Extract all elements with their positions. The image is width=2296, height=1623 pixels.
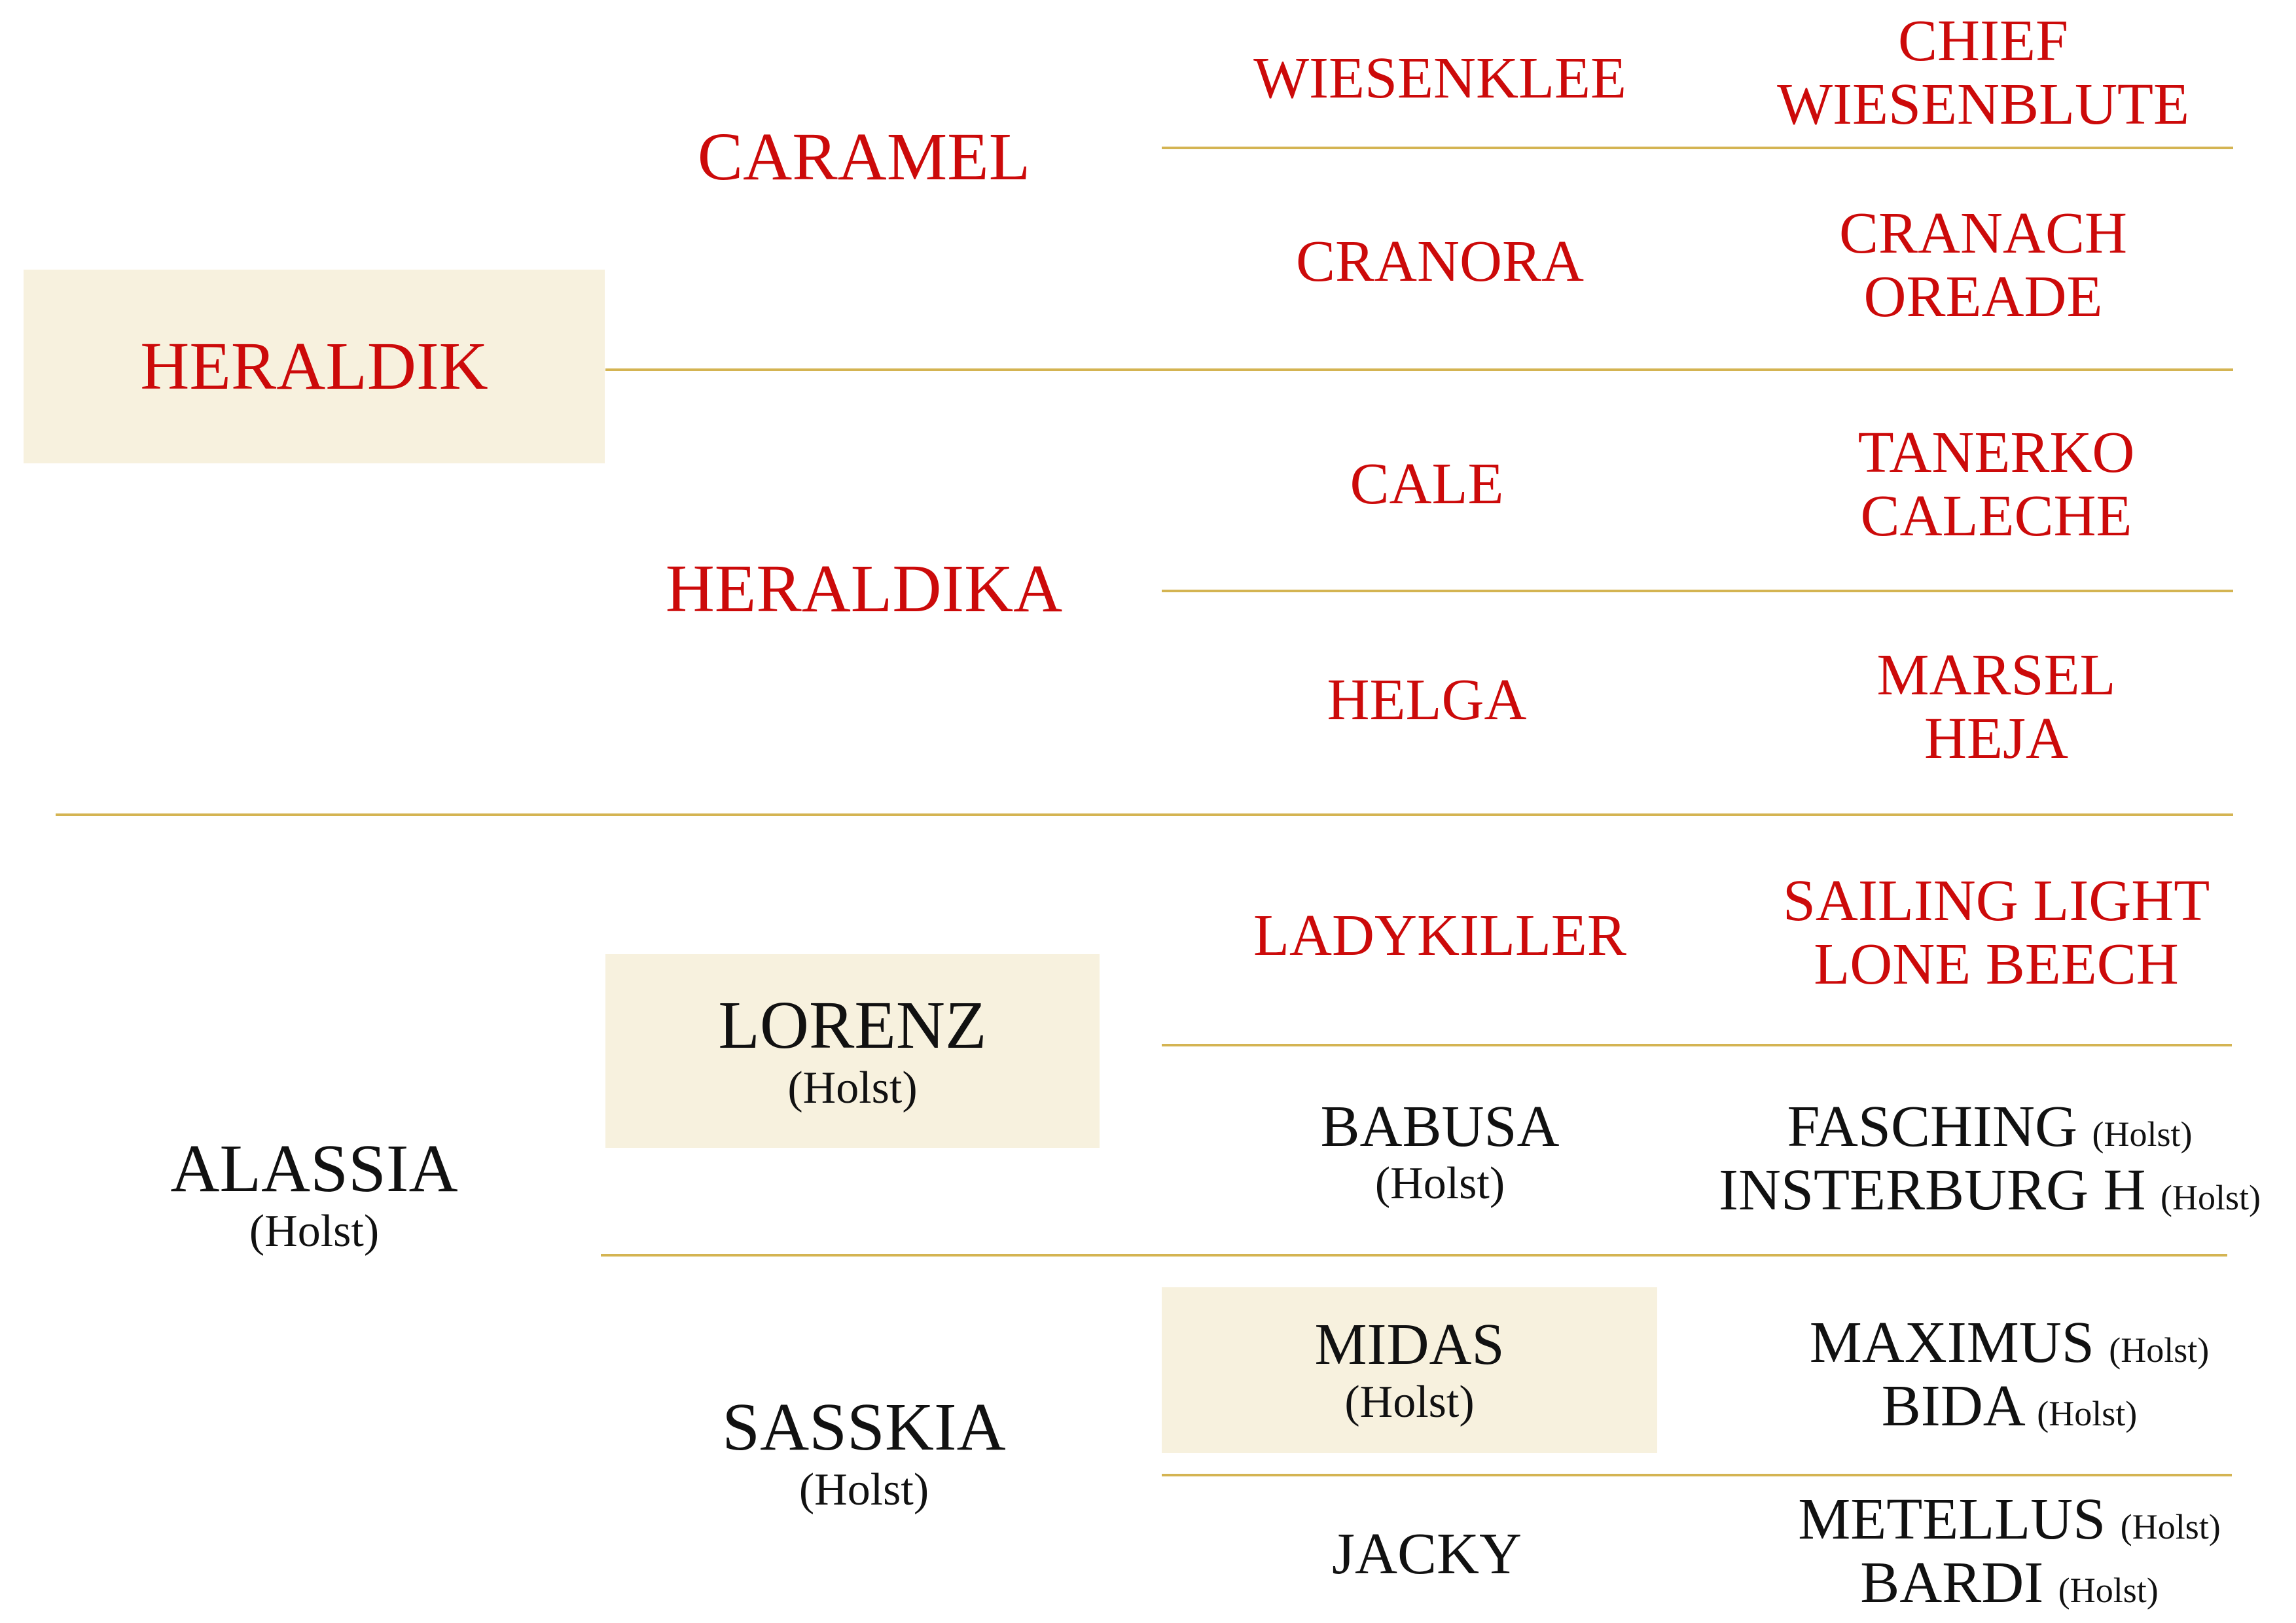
ggp-cranora-name: CRANORA	[1295, 229, 1585, 294]
g4-tanerko: TANERKO	[1857, 419, 2135, 485]
grandsire-paternal-name: CARAMEL	[697, 118, 1031, 194]
g4-maximus-breed: (Holst)	[2109, 1330, 2210, 1370]
g4-metellus-line: METELLUS (Holst)	[1798, 1488, 2220, 1551]
g4-insterburg-breed: (Holst)	[2161, 1178, 2261, 1217]
ggp-wiesenklee: WIESENKLEE	[1162, 13, 1718, 144]
ggp-helga-name: HELGA	[1327, 668, 1527, 733]
highlight-box-heraldik	[24, 270, 605, 463]
ggp-midas-breed: (Holst)	[1344, 1376, 1475, 1427]
g4-bida-line: BIDA (Holst)	[1882, 1374, 2138, 1438]
g4-metellus: METELLUS	[1798, 1486, 2106, 1552]
g4-caleche: CALECHE	[1860, 484, 2132, 548]
g4-lone-beech: LONE BEECH	[1814, 932, 2179, 997]
ggp-cale-name: CALE	[1350, 452, 1504, 517]
granddam-paternal-name: HERALDIKA	[665, 550, 1063, 626]
divider-line	[1162, 590, 2233, 592]
dam-cell: ALASSIA (Holst)	[24, 1060, 605, 1329]
g4-fasching-breed: (Holst)	[2092, 1114, 2193, 1154]
divider-line	[1162, 147, 2233, 149]
g4-bida-breed: (Holst)	[2037, 1394, 2138, 1433]
g4-metellus-breed: (Holst)	[2120, 1507, 2221, 1546]
g4-pair-helga: MARSEL HEJA	[1702, 625, 2291, 789]
ggp-ladykiller: LADYKILLER	[1162, 844, 1718, 1027]
ggp-babusa: BABUSA (Holst)	[1162, 1060, 1718, 1243]
g4-heja: HEJA	[1924, 706, 2068, 771]
sire-name: HERALDIK	[24, 270, 605, 463]
g4-maximus-line: MAXIMUS (Holst)	[1810, 1311, 2210, 1374]
granddam-maternal-name: SASSKIA	[722, 1389, 1006, 1465]
g4-fasching-line: FASCHING (Holst)	[1787, 1095, 2193, 1158]
granddam-paternal: HERALDIKA	[605, 491, 1122, 687]
ggp-wiesenklee-name: WIESENKLEE	[1253, 46, 1626, 111]
ggp-jacky: JACKY	[1162, 1492, 1692, 1616]
g4-pair-midas: MAXIMUS (Holst) BIDA (Holst)	[1715, 1296, 2296, 1453]
ggp-babusa-name: BABUSA	[1320, 1094, 1560, 1159]
g4-pair-ladykiller: SAILING LIGHT LONE BEECH	[1702, 851, 2291, 1014]
g4-marsel: MARSEL	[1876, 642, 2116, 707]
divider-line	[1162, 1044, 2232, 1046]
ggp-cale: CALE	[1162, 393, 1692, 576]
ggp-helga: HELGA	[1162, 609, 1692, 792]
divider-line	[601, 1254, 2227, 1257]
dam-breed: (Holst)	[249, 1205, 380, 1257]
ggp-jacky-name: JACKY	[1331, 1522, 1522, 1587]
g4-pair-babusa: FASCHING (Holst) INSTERBURG H (Holst)	[1676, 1077, 2296, 1240]
g4-pair-jacky: METELLUS (Holst) BARDI (Holst)	[1715, 1479, 2296, 1623]
g4-insterburg-line: INSTERBURG H (Holst)	[1719, 1158, 2261, 1222]
g4-bardi: BARDI	[1860, 1550, 2044, 1615]
g4-bida: BIDA	[1881, 1374, 2022, 1438]
divider-line	[1162, 1474, 2232, 1476]
grandsire-maternal: LORENZ (Holst)	[605, 954, 1100, 1148]
highlight-box-midas	[1162, 1287, 1657, 1453]
highlight-box-lorenz	[605, 954, 1100, 1148]
g4-cranach: CRANACH	[1839, 200, 2128, 266]
sire-name-text: HERALDIK	[140, 328, 488, 404]
ggp-cranora: CRANORA	[1162, 170, 1718, 353]
granddam-maternal: SASSKIA (Holst)	[605, 1348, 1122, 1558]
divider-line	[56, 813, 2233, 816]
g4-pair-cale: TANERKO CALECHE	[1702, 402, 2291, 566]
g4-maximus: MAXIMUS	[1809, 1310, 2094, 1375]
grandsire-maternal-name: LORENZ	[718, 988, 987, 1063]
granddam-maternal-breed: (Holst)	[798, 1464, 929, 1515]
grandsire-maternal-breed: (Holst)	[787, 1062, 918, 1113]
g4-bardi-line: BARDI (Holst)	[1860, 1551, 2159, 1614]
g4-pair-wiesenklee: CHIEF WIESENBLUTE	[1689, 0, 2278, 145]
divider-line	[605, 368, 2233, 371]
g4-fasching: FASCHING	[1787, 1094, 2077, 1159]
ggp-midas-name: MIDAS	[1314, 1312, 1505, 1378]
ggp-babusa-breed: (Holst)	[1374, 1158, 1505, 1209]
dam-name: ALASSIA	[170, 1131, 458, 1207]
g4-insterburg: INSTERBURG H	[1718, 1158, 2146, 1222]
g4-pair-cranora: CRANACH OREADE	[1689, 183, 2278, 347]
ggp-ladykiller-name: LADYKILLER	[1253, 903, 1626, 969]
g4-bardi-breed: (Holst)	[2058, 1571, 2159, 1610]
g4-sailing-light: SAILING LIGHT	[1782, 868, 2210, 933]
ggp-midas: MIDAS (Holst)	[1162, 1287, 1657, 1453]
g4-wiesenblute: WIESENBLUTE	[1777, 72, 2189, 137]
g4-oreade: OREADE	[1863, 264, 2103, 329]
grandsire-paternal: CARAMEL	[605, 59, 1122, 255]
g4-chief: CHIEF	[1897, 8, 2069, 73]
